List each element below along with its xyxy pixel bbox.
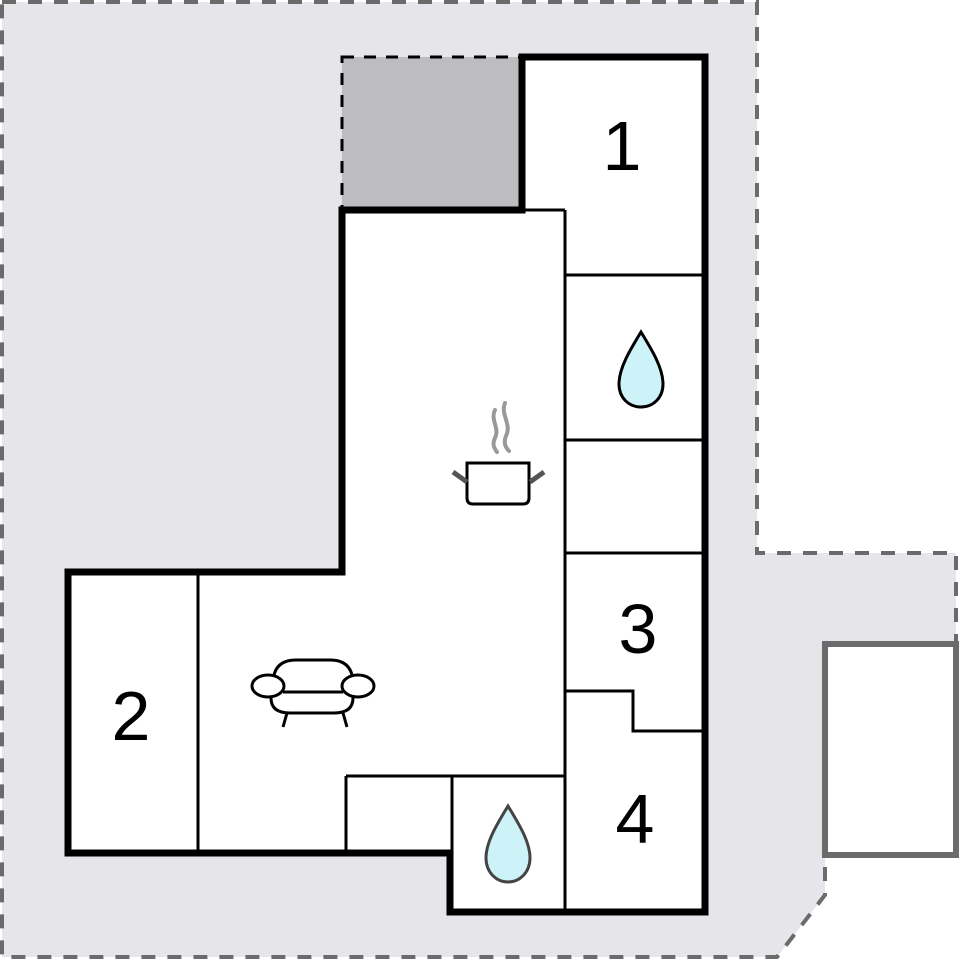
sofa-icon xyxy=(250,658,376,728)
water-drop-icon xyxy=(617,329,665,409)
interior-walls xyxy=(196,208,705,912)
water-drop-icon xyxy=(484,803,532,884)
house-floor xyxy=(68,57,705,912)
terrace xyxy=(340,55,524,212)
annex-building xyxy=(822,641,959,858)
room-3-label: 3 xyxy=(619,590,658,668)
exterior-walls xyxy=(64,53,709,916)
room-4-label: 4 xyxy=(616,780,655,858)
room-1-label: 1 xyxy=(603,107,642,185)
cooking-pot-icon xyxy=(451,401,546,506)
room-2-label: 2 xyxy=(112,677,151,755)
